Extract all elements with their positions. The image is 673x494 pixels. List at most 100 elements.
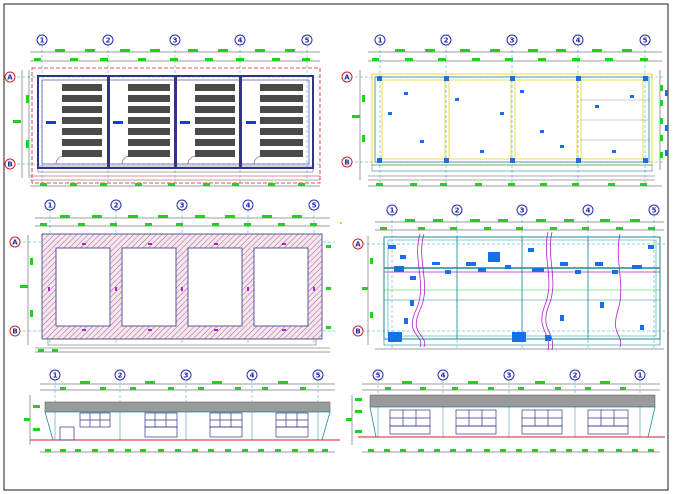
axis-bubble: B bbox=[4, 158, 16, 170]
axis-bubble: 3 bbox=[176, 199, 188, 211]
svg-text:1: 1 bbox=[40, 37, 45, 45]
plan-structure-view: 1 2 3 4 5 A B bbox=[341, 34, 668, 187]
svg-text:B: B bbox=[344, 159, 349, 167]
axis-bubble: 3 bbox=[169, 34, 181, 46]
svg-text:A: A bbox=[12, 239, 18, 247]
plan-structure-dim-bottom bbox=[368, 183, 662, 187]
plan-furniture-view: 1 2 3 4 5 A B bbox=[4, 34, 321, 187]
svg-text:5: 5 bbox=[316, 372, 321, 380]
axis-bubble: 5 bbox=[372, 369, 384, 381]
elevation-front-windows bbox=[59, 412, 309, 441]
axis-bubble: 5 bbox=[639, 34, 651, 46]
elevation-front-dim-top bbox=[40, 381, 335, 391]
plan-roof-dim-top bbox=[375, 219, 664, 231]
axis-bubble: B bbox=[9, 325, 21, 337]
svg-text:3: 3 bbox=[510, 37, 515, 45]
axis-bubble: 2 bbox=[110, 199, 122, 211]
svg-text:B: B bbox=[12, 328, 17, 336]
elevation-front-building bbox=[30, 401, 340, 441]
axis-bubble: A bbox=[352, 238, 364, 250]
svg-text:A: A bbox=[344, 74, 350, 82]
axis-bubble: 3 bbox=[506, 34, 518, 46]
axis-bubble: 2 bbox=[440, 34, 452, 46]
svg-text:1: 1 bbox=[53, 372, 58, 380]
elevation-rear-windows bbox=[389, 409, 629, 435]
svg-text:3: 3 bbox=[180, 202, 185, 210]
plan-furniture-dim-left bbox=[13, 70, 30, 178]
elevation-front-dim-bottom bbox=[40, 449, 335, 453]
svg-text:2: 2 bbox=[118, 372, 123, 380]
axis-bubble: 2 bbox=[102, 34, 114, 46]
plan-roof-frame bbox=[383, 236, 661, 346]
svg-text:4: 4 bbox=[250, 372, 255, 380]
axis-bubble: 3 bbox=[503, 369, 515, 381]
plan-roof-dim-left bbox=[362, 236, 373, 345]
plan-foundation-dim-top bbox=[35, 215, 330, 227]
axis-bubble: 1 bbox=[386, 204, 398, 216]
svg-text:2: 2 bbox=[444, 37, 449, 45]
plan-roof-blocks bbox=[388, 245, 654, 342]
plan-foundation-view: 1 2 3 4 5 A B bbox=[9, 199, 335, 353]
elevation-rear-building bbox=[358, 394, 665, 438]
axis-bubble: B bbox=[341, 156, 353, 168]
plan-structure-columns bbox=[377, 76, 668, 163]
plan-structure-dim-right bbox=[659, 70, 663, 170]
svg-text:3: 3 bbox=[520, 207, 525, 215]
axis-bubble: 1 bbox=[374, 34, 386, 46]
axis-bubble: 4 bbox=[246, 369, 258, 381]
axis-bubble: 5 bbox=[308, 199, 320, 211]
plan-roof-view: 1 2 3 4 5 A B bbox=[352, 204, 665, 351]
svg-text:5: 5 bbox=[312, 202, 317, 210]
teacher-desks bbox=[46, 121, 256, 124]
svg-text:A: A bbox=[7, 74, 13, 82]
svg-text:2: 2 bbox=[114, 202, 119, 210]
axis-bubble: 2 bbox=[114, 369, 126, 381]
elevation-front-dim-left bbox=[24, 395, 40, 445]
elevation-front-view: 1 2 3 4 5 bbox=[24, 369, 340, 453]
elevation-rear-dim-top bbox=[362, 381, 660, 391]
svg-text:3: 3 bbox=[507, 372, 512, 380]
plan-foundation-dim-bottom bbox=[35, 349, 330, 353]
svg-text:3: 3 bbox=[184, 372, 189, 380]
axis-bubble: 4 bbox=[572, 34, 584, 46]
plan-furniture-dim-bottom bbox=[30, 183, 320, 187]
plan-furniture-dim-top bbox=[30, 49, 320, 62]
axis-bubble: B bbox=[352, 325, 364, 337]
svg-text:4: 4 bbox=[586, 207, 591, 215]
elevation-front-axis: 1 2 3 4 5 bbox=[49, 369, 324, 410]
elevation-rear-axis: 5 4 3 2 1 bbox=[372, 369, 646, 408]
svg-text:4: 4 bbox=[238, 37, 243, 45]
axis-bubble: 2 bbox=[569, 369, 581, 381]
svg-text:1: 1 bbox=[48, 202, 53, 210]
axis-bubble: 3 bbox=[516, 204, 528, 216]
axis-bubble: 4 bbox=[582, 204, 594, 216]
plan-foundation-marks bbox=[48, 243, 315, 331]
plan-foundation-dim-right bbox=[326, 245, 331, 329]
elevation-rear-view: 5 4 3 2 1 bbox=[346, 369, 665, 453]
axis-bubble: 1 bbox=[44, 199, 56, 211]
axis-bubble: 3 bbox=[180, 369, 192, 381]
svg-text:5: 5 bbox=[305, 37, 310, 45]
sheet-border bbox=[3, 3, 669, 491]
svg-text:5: 5 bbox=[652, 207, 657, 215]
plan-foundation-beams bbox=[35, 233, 330, 349]
classroom-desks bbox=[62, 84, 303, 157]
svg-text:A: A bbox=[355, 241, 361, 249]
svg-text:2: 2 bbox=[455, 207, 460, 215]
svg-text:2: 2 bbox=[573, 372, 578, 380]
svg-text:4: 4 bbox=[441, 372, 446, 380]
plan-furniture-building bbox=[30, 67, 321, 184]
svg-text:4: 4 bbox=[246, 202, 251, 210]
plan-structure-dim-top bbox=[368, 49, 662, 62]
svg-text:5: 5 bbox=[376, 372, 381, 380]
svg-text:B: B bbox=[355, 328, 360, 336]
axis-bubble: A bbox=[341, 71, 353, 83]
yellow-marker bbox=[340, 222, 342, 224]
axis-bubble: 4 bbox=[437, 369, 449, 381]
plan-roof-top-axis: 1 2 3 4 5 bbox=[386, 204, 660, 350]
axis-bubble: 4 bbox=[234, 34, 246, 46]
svg-text:1: 1 bbox=[638, 372, 643, 380]
axis-bubble: 5 bbox=[301, 34, 313, 46]
elevation-rear-dim-left bbox=[346, 395, 362, 445]
